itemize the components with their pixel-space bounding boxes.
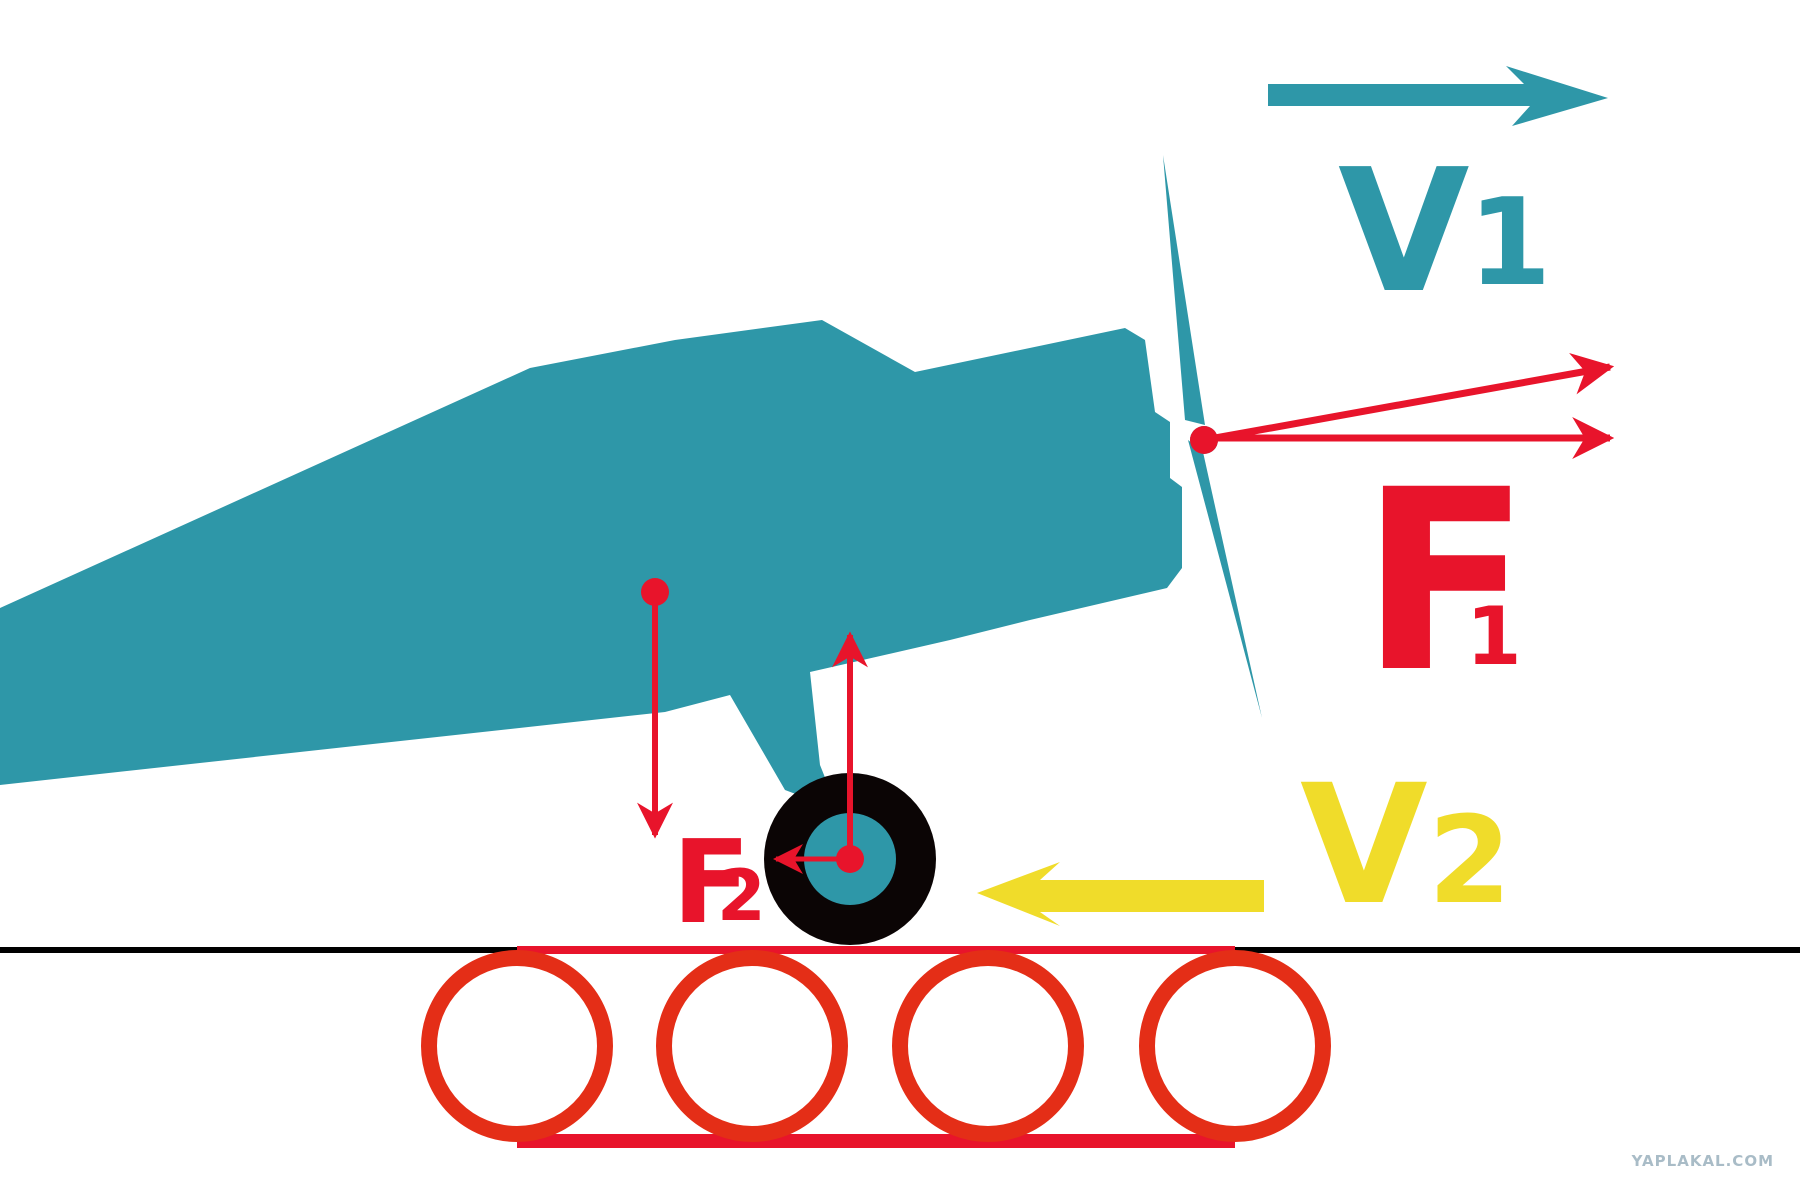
watermark-text: YAPLAKAL.COM — [1631, 1152, 1774, 1170]
roller-2 — [656, 950, 848, 1142]
wheel-axle-dot — [836, 845, 864, 873]
f2-label-sub: 2 — [717, 855, 766, 937]
f2-label-main: F — [672, 816, 751, 950]
roller-1 — [421, 950, 613, 1142]
v1-label-main: V — [1338, 133, 1470, 331]
airplane-fuselage-icon — [0, 320, 1182, 805]
roller-4 — [1139, 950, 1331, 1142]
f1-arrow-upper — [1203, 353, 1615, 444]
conveyor-belt-icon — [421, 946, 1331, 1148]
roller-3 — [892, 950, 1084, 1142]
f1-origin-dot — [1190, 426, 1218, 454]
f1-label-sub: 1 — [1466, 590, 1522, 683]
v2-label-main: V — [1300, 749, 1428, 941]
v1-label-sub: 1 — [1468, 174, 1552, 313]
center-of-mass-dot — [641, 578, 669, 606]
f1-label-main: F — [1360, 436, 1531, 727]
v2-arrow — [977, 862, 1264, 926]
v2-label-sub: 2 — [1428, 792, 1512, 931]
v1-arrow — [1268, 66, 1608, 126]
